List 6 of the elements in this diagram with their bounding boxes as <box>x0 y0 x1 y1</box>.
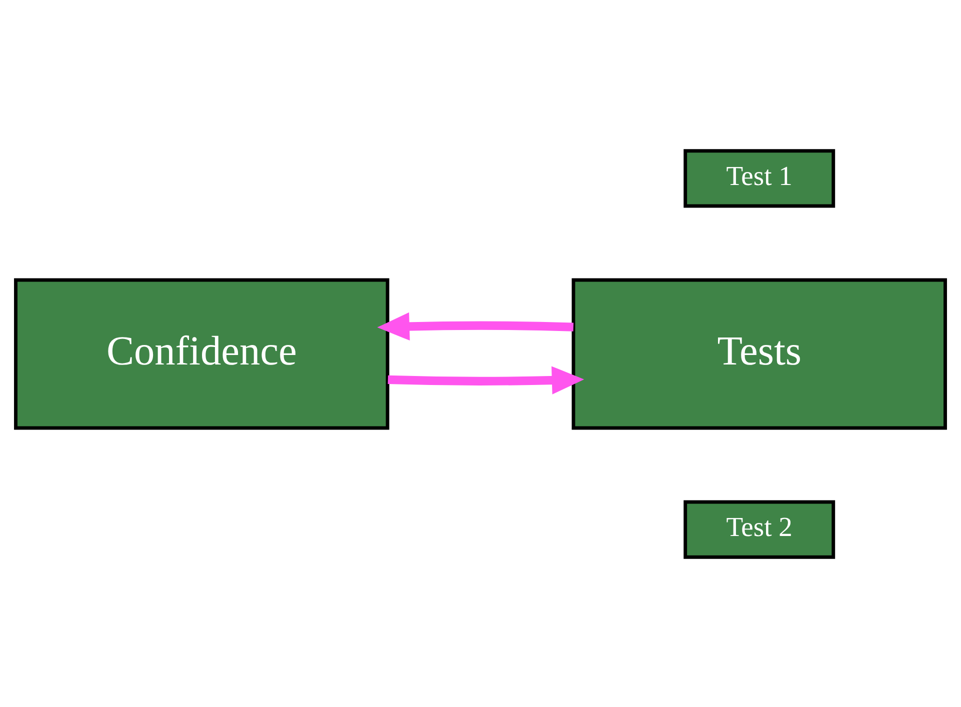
arrow <box>377 312 574 340</box>
node-box: Test 1 <box>684 148 836 208</box>
node-box: Confidence <box>14 278 390 430</box>
node-box: Test 2 <box>684 500 836 558</box>
node-box: Tests <box>572 278 947 430</box>
arrow <box>388 366 584 394</box>
